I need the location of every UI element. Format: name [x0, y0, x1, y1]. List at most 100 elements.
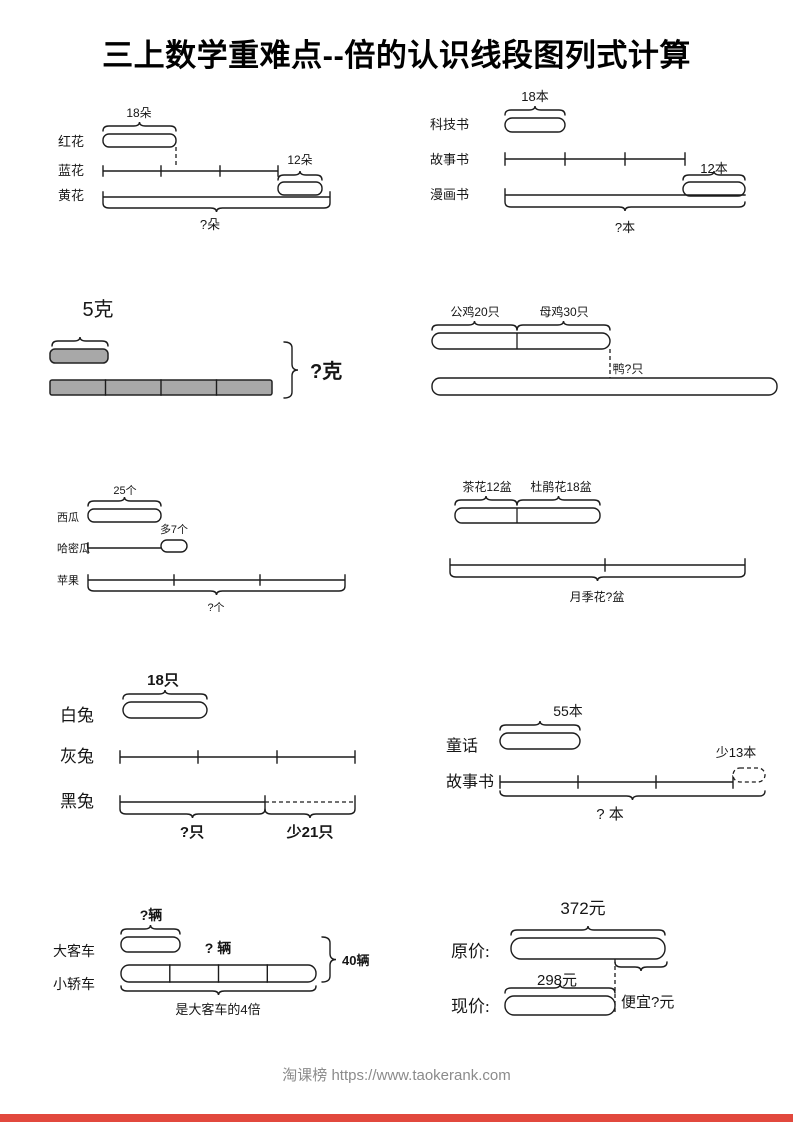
watermelon-segment-bar	[87, 508, 162, 523]
sci-over-brace	[504, 105, 566, 116]
large-bar-dividers	[104, 379, 218, 396]
fairy-segment-bar	[499, 732, 581, 750]
diagram-flowers: 18朵 红花 蓝花 12朵 黄花 ?朵	[58, 106, 331, 232]
total-count-label: ? 本	[596, 806, 624, 823]
less-under-brace	[264, 808, 356, 819]
chicken-segment-bar	[431, 332, 611, 350]
original-price-bar	[510, 937, 666, 960]
total-under-brace	[87, 585, 346, 596]
diagram-poultry: 公鸡20只 母鸡30只 鸭?只	[431, 304, 778, 396]
diagram-prices: 372元 原价: 298元 现价: 便宜?元	[451, 899, 674, 1016]
row-label-sci: 科技书	[430, 117, 469, 132]
total-right-brace	[283, 341, 299, 399]
rooster-over-brace	[431, 320, 518, 331]
less-count-label: 少13本	[716, 745, 756, 760]
extra-over-brace	[277, 170, 323, 181]
current-over-brace	[504, 983, 616, 994]
total-count-label: 40辆	[342, 953, 369, 968]
bus-over-brace	[120, 924, 181, 935]
row-label-black: 黑兔	[60, 792, 94, 811]
total-weight-label: ?克	[310, 360, 342, 383]
row-label-watermelon: 西瓜	[57, 512, 79, 524]
row-label-fairy: 童话	[446, 736, 478, 755]
comic-extra-count-label: 12本	[700, 161, 727, 176]
diagram-vehicles: ?辆 大客车 ? 辆 小轿车 40辆 是大客车的4倍	[53, 907, 369, 1017]
row-label-white: 白兔	[60, 706, 94, 725]
bus-segment-bar	[120, 936, 181, 953]
diagram-grams: 5克 ?克	[49, 298, 342, 399]
white-count-label: 18只	[147, 672, 179, 689]
diagram-pots: 茶花12盆 杜鹃花18盆 月季花?盆	[449, 479, 746, 604]
row-label-yellow: 黄花	[58, 188, 84, 203]
cheaper-under-brace	[614, 961, 668, 972]
row-label-cantaloupe: 哈密瓜	[57, 541, 90, 555]
original-price-label: 372元	[560, 899, 605, 918]
small-over-brace	[51, 336, 109, 347]
car-bar-dividers	[169, 964, 268, 983]
camellia-over-brace	[454, 495, 518, 506]
story-segment-line	[504, 152, 686, 166]
red-over-brace	[102, 121, 177, 132]
red-count-label: 18朵	[126, 106, 151, 120]
row-label-red: 红花	[58, 134, 84, 149]
black-segment-line	[119, 795, 356, 809]
times-label: 是大客车的4倍	[175, 1002, 260, 1017]
duck-segment-bar	[431, 377, 778, 396]
more-count-label: 多7个	[160, 522, 188, 536]
bus-count-label: ?辆	[140, 907, 163, 923]
apple-segment-line	[87, 574, 346, 586]
footer-credit: 淘课榜 https://www.taokerank.com	[282, 1067, 511, 1084]
unknown-under-brace	[119, 808, 266, 819]
car-count-label: ? 辆	[205, 940, 231, 956]
gray-segment-line	[119, 750, 356, 764]
row-label-current: 现价:	[451, 997, 490, 1016]
original-over-brace	[510, 925, 666, 936]
row-label-story: 故事书	[446, 773, 494, 791]
total-under-brace	[499, 790, 766, 801]
comic-segment-line	[504, 188, 746, 202]
hen-over-brace	[516, 320, 611, 331]
times-under-brace	[120, 985, 317, 996]
watermelon-over-brace	[87, 496, 162, 507]
fairy-over-brace	[499, 720, 581, 731]
total-count-label: ?朵	[200, 217, 220, 232]
unknown-count-label: ?只	[180, 824, 204, 841]
diagram-books: 18本 科技书 故事书 12本 漫画书 ?本	[430, 89, 746, 235]
rose-segment-line	[449, 558, 746, 572]
story-less-dashed-bar	[732, 767, 766, 783]
total-under-brace	[504, 201, 746, 212]
row-label-original: 原价:	[451, 942, 490, 961]
row-label-car: 小轿车	[53, 976, 95, 993]
diagram-melons: 25个 西瓜 多7个 哈密瓜 苹果 ?个	[57, 484, 346, 614]
rose-under-brace	[449, 571, 746, 582]
diagram-rabbits: 18只 白兔 灰兔 黑兔 ?只 少21只	[60, 672, 356, 841]
camellia-count-label: 茶花12盆	[462, 479, 511, 494]
less-count-label: 少21只	[286, 823, 334, 841]
rooster-count-label: 公鸡20只	[450, 304, 499, 319]
sci-count-label: 18本	[521, 89, 548, 104]
duck-count-label: 鸭?只	[613, 362, 644, 376]
current-price-label: 298元	[537, 972, 577, 989]
total-count-label: ?个	[207, 601, 224, 614]
story-segment-line	[499, 775, 734, 789]
cantaloupe-extra-bar	[160, 539, 188, 553]
pots-segment-bar	[454, 507, 601, 524]
total-under-brace	[102, 202, 331, 213]
row-label-comic: 漫画书	[430, 187, 469, 202]
total-right-brace	[321, 936, 337, 983]
bottom-accent-bar	[0, 1114, 793, 1122]
extra-segment-bar	[277, 181, 323, 196]
azalea-over-brace	[516, 495, 601, 506]
small-weight-bar	[49, 348, 109, 364]
white-over-brace	[122, 689, 208, 700]
blue-segment-line	[102, 165, 279, 177]
red-segment-bar	[102, 133, 177, 148]
hen-count-label: 母鸡30只	[539, 304, 588, 319]
azalea-count-label: 杜鹃花18盆	[530, 479, 591, 494]
comic-extra-segment-bar	[682, 181, 746, 197]
page-title: 三上数学重难点--倍的认识线段图列式计算	[102, 38, 691, 73]
cantaloupe-segment-line	[87, 542, 162, 554]
extra-count-label: 12朵	[287, 153, 312, 167]
current-price-bar	[504, 995, 616, 1016]
